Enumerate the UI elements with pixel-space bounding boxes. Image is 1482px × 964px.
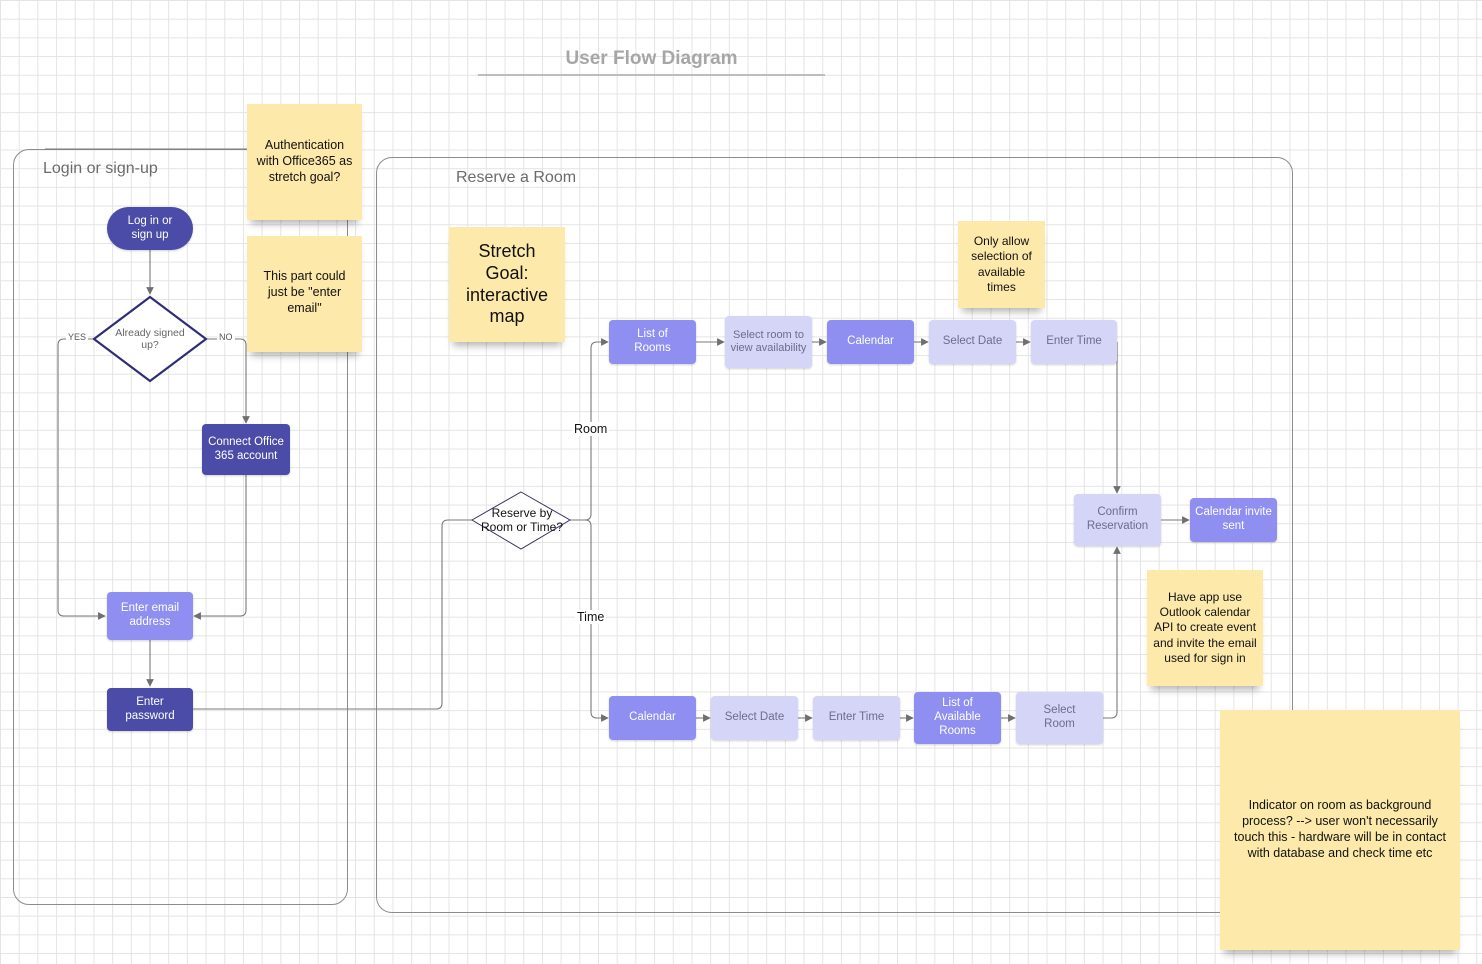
room-path-enter-time[interactable]: Enter Time	[1031, 320, 1117, 364]
enter-password-node[interactable]: Enter password	[107, 688, 193, 731]
yes-branch-label: YES	[66, 332, 89, 342]
time-path-calendar[interactable]: Calendar	[609, 696, 696, 740]
note-outlook-api: Have app use Outlook calendar API to cre…	[1147, 570, 1263, 686]
diagram-title: User Flow Diagram	[478, 48, 825, 76]
room-path-select-date[interactable]: Select Date	[929, 320, 1016, 364]
login-decision-diamond	[92, 295, 208, 383]
note-stretch-map: Stretch Goal: interactive map	[449, 227, 565, 342]
reserve-decision-label[interactable]: Reserve by Room or Time?	[480, 506, 564, 534]
room-path-list-of-rooms[interactable]: List of Rooms	[609, 320, 696, 364]
time-path-select-date[interactable]: Select Date	[711, 696, 798, 740]
connector-arrow	[206, 338, 250, 424]
room-path-select-room[interactable]: Select room to view availability	[725, 316, 812, 368]
reserve-container	[376, 157, 1293, 913]
time-path-select-room[interactable]: Select Room	[1016, 692, 1103, 744]
enter-email-node[interactable]: Enter email address	[107, 592, 193, 640]
connector-arrow	[193, 475, 247, 620]
note-enter-email: This part could just be "enter email"	[247, 236, 362, 352]
connector-arrow	[1103, 546, 1121, 719]
room-branch-label: Room	[572, 422, 610, 436]
time-path-available-rooms[interactable]: List of Available Rooms	[914, 692, 1001, 744]
note-auth-stretch: Authentication with Office365 as stretch…	[247, 104, 362, 220]
connect-office365-node[interactable]: Connect Office 365 account	[202, 424, 290, 475]
connector-line	[193, 519, 472, 710]
login-start-node[interactable]: Log in or sign up	[107, 207, 193, 250]
time-branch-label: Time	[575, 610, 607, 624]
room-path-calendar[interactable]: Calendar	[827, 320, 914, 364]
reserve-container-label: Reserve a Room	[456, 169, 577, 186]
time-path-enter-time[interactable]: Enter Time	[813, 696, 900, 740]
connector-arrow	[57, 338, 106, 620]
note-available-times: Only allow selection of available times	[958, 221, 1045, 308]
no-branch-label: NO	[217, 332, 235, 342]
calendar-invite-node[interactable]: Calendar invite sent	[1190, 498, 1277, 542]
note-room-indicator: Indicator on room as background process?…	[1220, 710, 1460, 950]
login-decision-label[interactable]: Already signed up?	[115, 327, 185, 351]
login-container-label: Login or sign-up	[43, 160, 158, 177]
confirm-reservation-node[interactable]: Confirm Reservation	[1074, 494, 1161, 546]
reserve-decision-diamond	[471, 491, 571, 550]
